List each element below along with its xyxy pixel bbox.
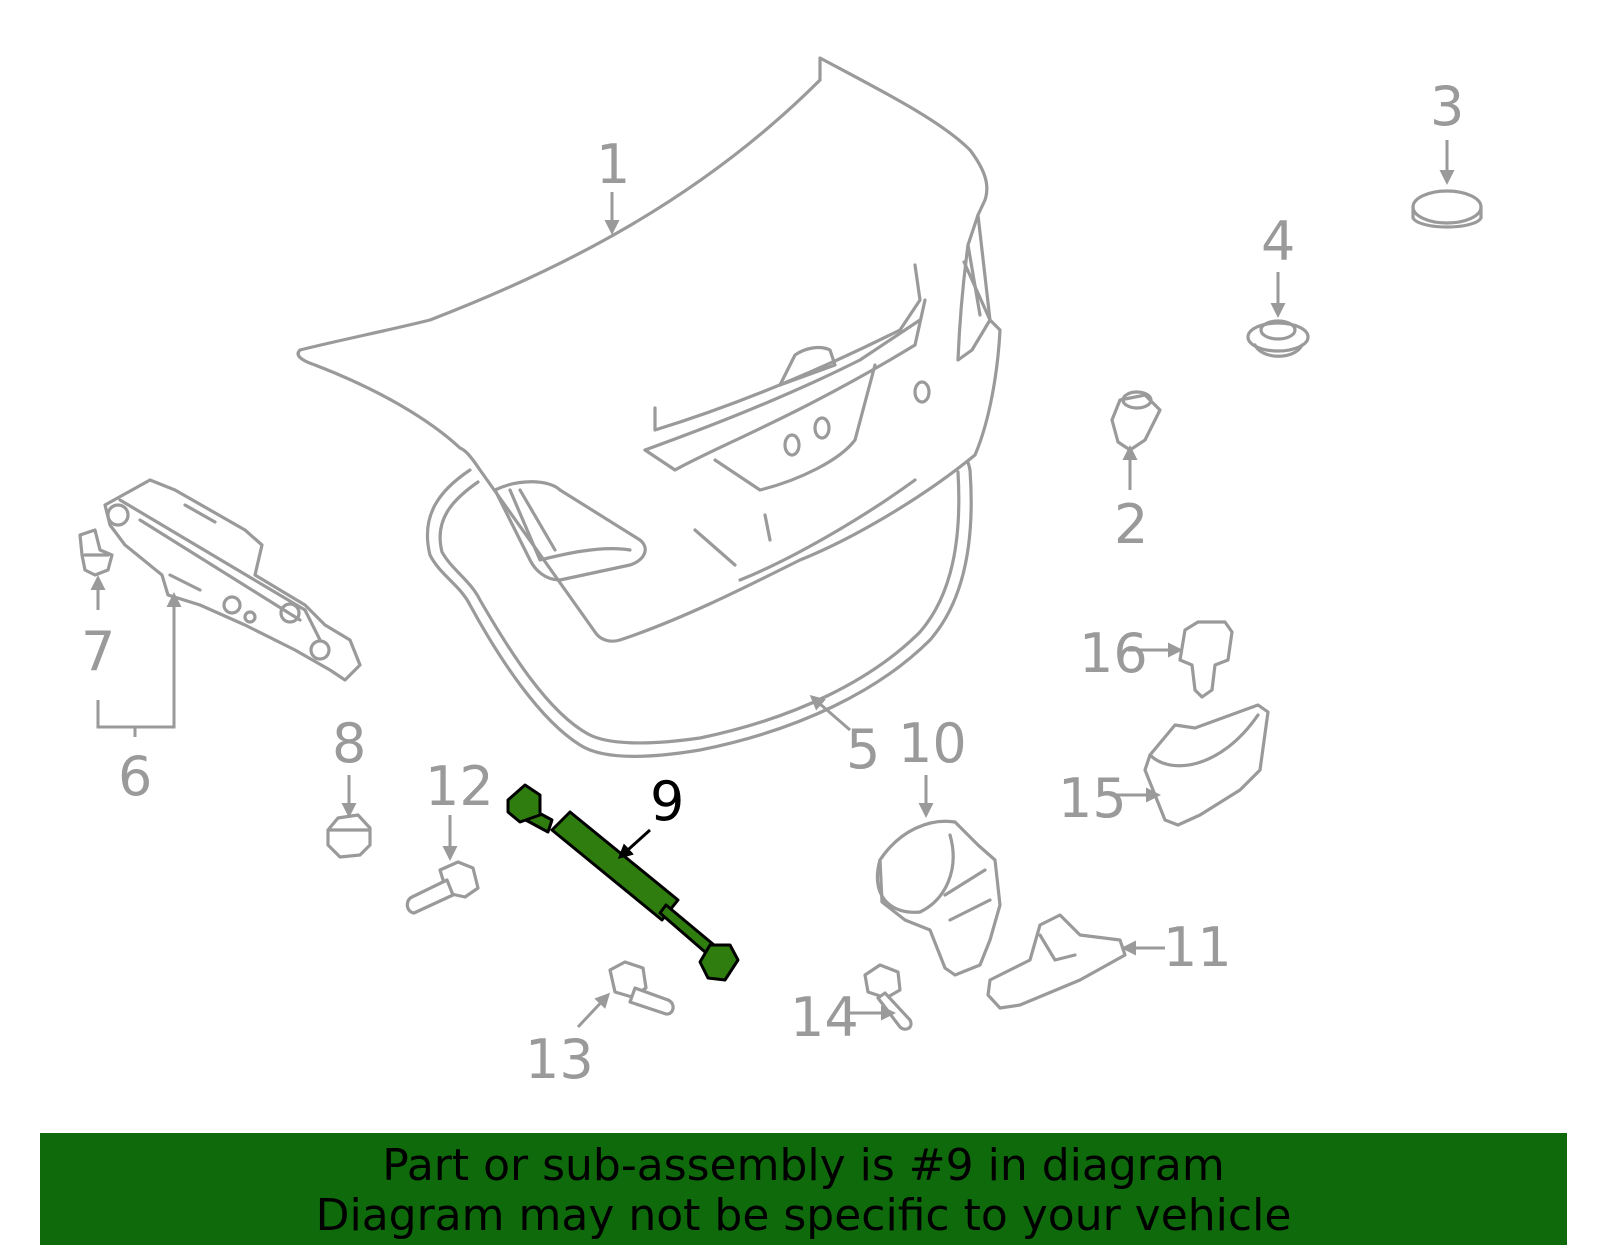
trunk-latch bbox=[875, 819, 1002, 977]
bolt-12 bbox=[405, 860, 480, 915]
weatherstrip-seal bbox=[425, 448, 973, 758]
callout-13: 13 bbox=[525, 1028, 594, 1091]
callout-16: 16 bbox=[1079, 622, 1148, 685]
info-banner: Part or sub-assembly is #9 in diagram Di… bbox=[40, 1133, 1567, 1245]
striker bbox=[986, 913, 1127, 1010]
grommet bbox=[1246, 319, 1310, 358]
callout-9: 9 bbox=[650, 770, 684, 833]
bolt-14 bbox=[863, 963, 913, 1031]
callout-5: 5 bbox=[846, 718, 880, 781]
callout-4: 4 bbox=[1261, 210, 1295, 273]
hinge bbox=[103, 478, 362, 682]
callout-10: 10 bbox=[898, 712, 967, 775]
callout-15: 15 bbox=[1058, 767, 1127, 830]
callout-2: 2 bbox=[1114, 493, 1148, 556]
hinge-bolt bbox=[78, 528, 114, 577]
bumper-stop bbox=[1110, 390, 1162, 452]
callout-3: 3 bbox=[1430, 75, 1464, 138]
banner-line-1: Part or sub-assembly is #9 in diagram bbox=[382, 1140, 1225, 1191]
lift-support-strut bbox=[506, 783, 740, 982]
callout-11: 11 bbox=[1163, 916, 1232, 979]
bolt-13 bbox=[608, 960, 675, 1016]
callout-8: 8 bbox=[332, 712, 366, 775]
cap bbox=[1411, 189, 1483, 229]
callout-14: 14 bbox=[790, 986, 859, 1049]
lamp-housing bbox=[1143, 703, 1270, 827]
nut bbox=[326, 813, 372, 859]
trunk-lid bbox=[296, 56, 1002, 643]
banner-line-2: Diagram may not be specific to your vehi… bbox=[315, 1190, 1292, 1241]
callout-6: 6 bbox=[118, 745, 152, 808]
callout-1: 1 bbox=[596, 133, 630, 196]
callout-7: 7 bbox=[81, 620, 115, 683]
callout-12: 12 bbox=[425, 755, 494, 818]
leader-arrows bbox=[90, 140, 1455, 1029]
clip bbox=[1178, 620, 1234, 699]
